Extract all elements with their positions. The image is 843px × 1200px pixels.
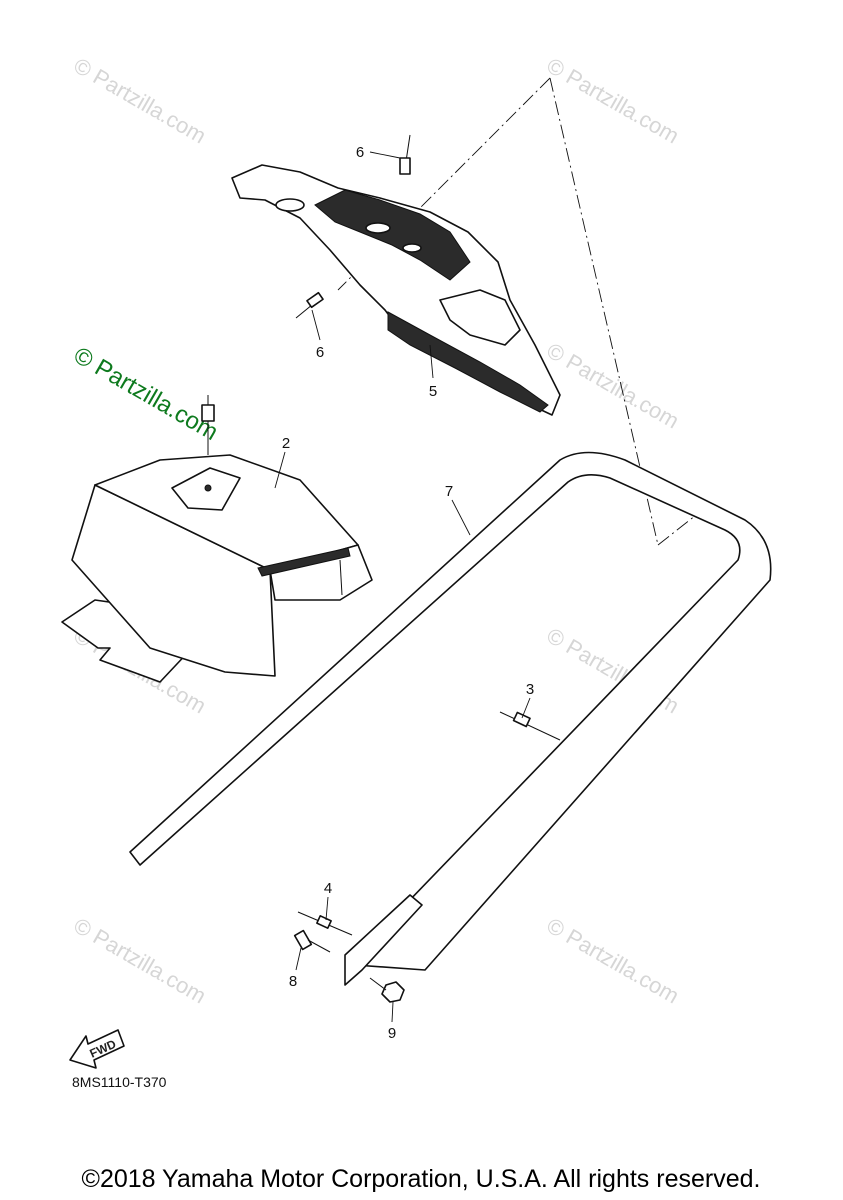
guard-rear-bumper bbox=[439, 289, 521, 346]
part-2-rivet bbox=[201, 395, 215, 455]
bag-zipper-pull bbox=[339, 559, 343, 596]
rivet-body bbox=[201, 404, 215, 422]
callout-7: 7 bbox=[445, 483, 453, 500]
guard-outline bbox=[231, 164, 561, 416]
watermark-text-green: © Partzilla.com bbox=[69, 342, 223, 446]
callout-5: 5 bbox=[429, 383, 437, 400]
frame-bar-end-plate bbox=[344, 894, 423, 986]
part-9-nut bbox=[369, 977, 405, 1003]
rivet-body bbox=[306, 291, 324, 309]
watermark-text: © Partzilla.com bbox=[543, 338, 684, 434]
callout-9: 9 bbox=[388, 1025, 396, 1042]
leader-line bbox=[274, 451, 286, 489]
part-2-bag bbox=[61, 454, 373, 683]
watermark-text: © Partzilla.com bbox=[543, 913, 684, 1009]
part-6-rivet-upper bbox=[399, 134, 411, 175]
part-3-rivet bbox=[499, 711, 561, 741]
rivet-body bbox=[512, 711, 531, 728]
part-8-bolt bbox=[293, 929, 331, 953]
callout-2: 2 bbox=[282, 435, 290, 452]
guard-mount-hole bbox=[402, 243, 422, 253]
callout-4: 4 bbox=[324, 880, 332, 897]
callout-leaders bbox=[274, 151, 531, 1023]
rivet-pin bbox=[499, 711, 561, 741]
part-7-frame-bar bbox=[129, 451, 772, 986]
bolt-head bbox=[293, 929, 313, 951]
leader-line bbox=[391, 1001, 394, 1023]
leader-line bbox=[429, 344, 434, 379]
watermark-text: © Partzilla.com bbox=[70, 53, 211, 149]
rivet-body bbox=[399, 157, 411, 175]
part-6-rivet-lower bbox=[295, 291, 324, 319]
callout-6-upper: 6 bbox=[356, 144, 364, 161]
part-4-rivet bbox=[297, 911, 353, 936]
leader-line bbox=[451, 499, 471, 536]
guard-mount-hole bbox=[365, 222, 391, 234]
leader-line bbox=[521, 697, 531, 719]
leader-line bbox=[295, 947, 302, 971]
leader-line bbox=[369, 151, 401, 159]
callout-6-lower: 6 bbox=[316, 344, 324, 361]
guard-ribs bbox=[387, 311, 549, 413]
alignment-line bbox=[549, 77, 659, 546]
fwd-arrow: FWD bbox=[69, 1029, 125, 1069]
watermark-text: © Partzilla.com bbox=[543, 53, 684, 149]
guard-mount-hole bbox=[275, 198, 305, 212]
leader-line bbox=[325, 896, 329, 921]
fwd-label: FWD bbox=[88, 1037, 119, 1061]
bag-zipper bbox=[257, 547, 351, 577]
watermark-text: © Partzilla.com bbox=[70, 913, 211, 1009]
callout-3: 3 bbox=[526, 681, 534, 698]
bag-rivet-point bbox=[204, 484, 212, 492]
bolt-shank bbox=[307, 939, 331, 953]
nut-leader bbox=[369, 977, 387, 991]
diagram-code: 8MS1110-T370 bbox=[72, 1074, 167, 1090]
copyright-footer: ©2018 Yamaha Motor Corporation, U.S.A. A… bbox=[82, 1165, 761, 1193]
callout-8: 8 bbox=[289, 973, 297, 990]
nut-hex bbox=[381, 981, 405, 1003]
leader-line bbox=[311, 309, 321, 341]
rivet-body bbox=[316, 915, 332, 929]
fwd-arrow-shape bbox=[69, 1029, 125, 1069]
part-5-guard bbox=[231, 164, 561, 416]
guard-shadow bbox=[314, 189, 471, 281]
